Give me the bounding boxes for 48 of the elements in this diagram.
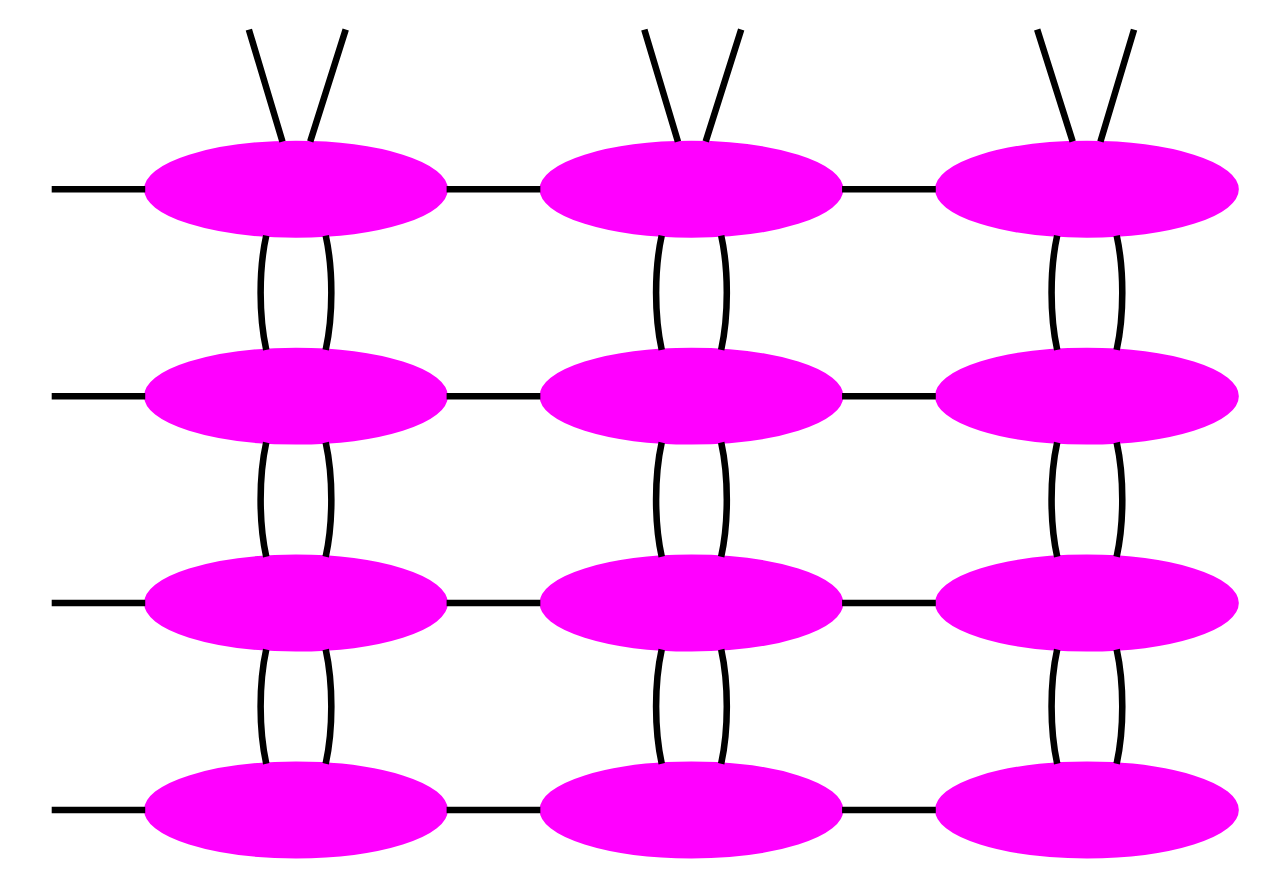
- connector: [651, 441, 664, 558]
- connector: [841, 599, 935, 607]
- node-ellipse: [934, 554, 1238, 652]
- connector: [1047, 441, 1060, 558]
- connector: [321, 441, 334, 558]
- node-ellipse: [143, 140, 447, 238]
- node-ellipse: [538, 347, 843, 445]
- node-ellipse: [934, 347, 1238, 445]
- connector: [651, 648, 664, 765]
- connector: [716, 441, 730, 558]
- connector: [841, 186, 935, 193]
- connector: [50, 806, 145, 814]
- node-ellipse: [538, 554, 843, 652]
- connector: [651, 235, 664, 351]
- connector: [445, 186, 540, 193]
- connector: [256, 235, 269, 351]
- node-ellipse: [538, 140, 843, 238]
- node-ellipse: [143, 761, 447, 859]
- connector: [841, 392, 935, 400]
- connector: [244, 28, 285, 143]
- connector: [321, 235, 334, 351]
- connector: [50, 186, 145, 193]
- connector: [1047, 235, 1060, 351]
- node-ellipse: [143, 554, 447, 652]
- node-ellipse: [143, 347, 447, 445]
- connector: [841, 806, 935, 814]
- node-ellipse: [934, 761, 1238, 859]
- connector: [306, 28, 348, 143]
- connector: [1112, 441, 1125, 558]
- connector: [716, 648, 730, 765]
- connector: [50, 392, 145, 400]
- connector: [445, 806, 540, 814]
- connector: [701, 28, 744, 143]
- connector: [1112, 235, 1125, 351]
- connector: [716, 235, 730, 351]
- connector: [1033, 28, 1075, 143]
- connector: [1047, 648, 1060, 765]
- connector: [445, 599, 540, 607]
- node-ellipse: [934, 140, 1238, 238]
- connector: [321, 648, 334, 765]
- connector: [50, 599, 145, 607]
- connector: [256, 648, 269, 765]
- connector: [640, 28, 681, 143]
- connector: [256, 441, 269, 558]
- connector: [445, 392, 540, 400]
- connector: [1112, 648, 1125, 765]
- node-ellipse: [538, 761, 843, 859]
- connector: [1096, 28, 1137, 143]
